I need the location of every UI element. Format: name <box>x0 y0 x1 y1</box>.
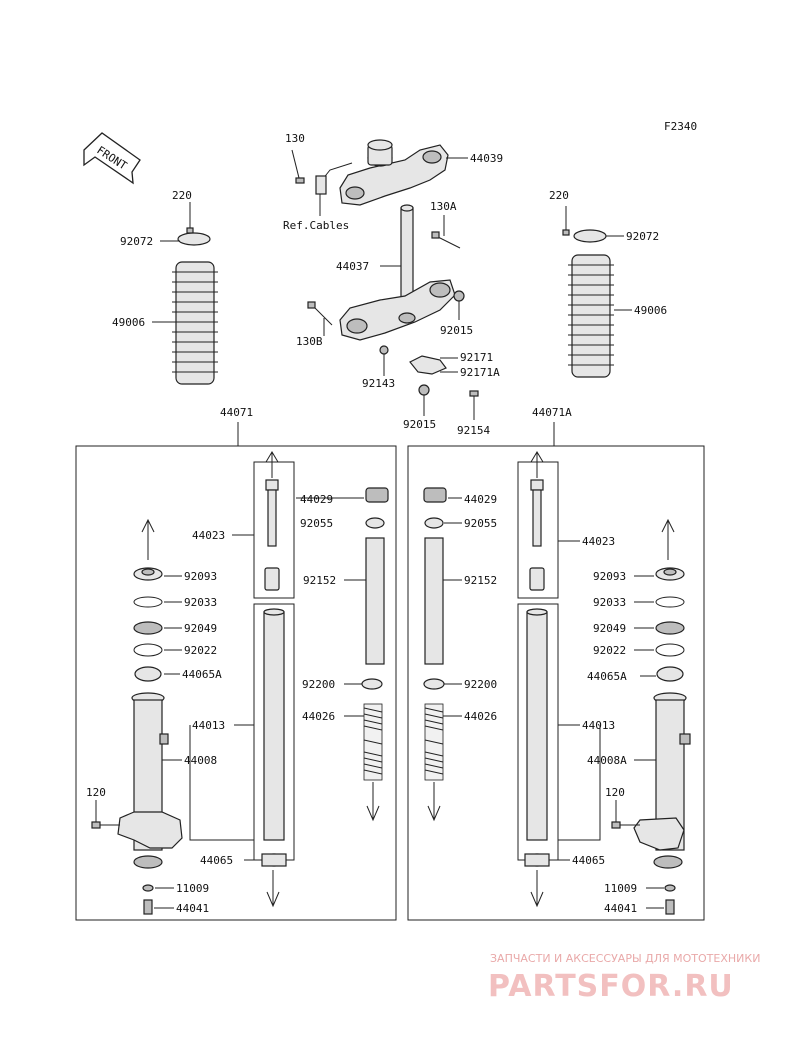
right-dust-boot <box>568 254 614 378</box>
label-44037: 44037 <box>336 260 369 273</box>
left-label-44023: 44023 <box>192 529 225 542</box>
left-label-92049: 92049 <box>184 622 217 635</box>
right-label-44065A: 44065A <box>587 670 627 683</box>
left-boot-group <box>172 202 218 385</box>
right-label-44065: 44065 <box>572 854 605 867</box>
label-44039: 44039 <box>470 152 503 165</box>
right-inner-tube <box>526 611 548 841</box>
right-damper-rod <box>529 479 545 591</box>
right-label-92200: 92200 <box>464 678 497 691</box>
ref-cables-label: Ref.Cables <box>283 219 349 232</box>
right-label-92033: 92033 <box>593 596 626 609</box>
right-label-92055: 92055 <box>464 517 497 530</box>
right-label-11009: 11009 <box>604 882 637 895</box>
label-130A: 130A <box>430 200 457 213</box>
upper-bracket <box>315 139 449 206</box>
steering-stem <box>400 204 414 309</box>
right-spacer-tube <box>424 537 444 665</box>
left-top-cap <box>365 487 389 503</box>
bolt-130 <box>291 149 305 184</box>
label-92143: 92143 <box>362 377 395 390</box>
left-label-44026: 44026 <box>302 710 335 723</box>
right-label-92152: 92152 <box>464 574 497 587</box>
left-inner-tube <box>263 611 285 841</box>
left-label-92033: 92033 <box>184 596 217 609</box>
left-label-44041: 44041 <box>176 902 209 915</box>
left-label-44029: 44029 <box>300 493 333 506</box>
label-130: 130 <box>285 132 305 145</box>
left-label-44013: 44013 <box>192 719 225 732</box>
left-label-92200: 92200 <box>302 678 335 691</box>
left-label-44065: 44065 <box>200 854 233 867</box>
right-label-44013: 44013 <box>582 719 615 732</box>
left-dust-boot <box>172 261 218 385</box>
watermark-brand: PARTSFOR.RU <box>488 969 734 1004</box>
left-label-44008: 44008 <box>184 754 217 767</box>
right-label-44041: 44041 <box>604 902 637 915</box>
right-label-44023: 44023 <box>582 535 615 548</box>
label-92171A: 92171A <box>460 366 500 379</box>
left-fork-spring <box>363 703 383 781</box>
left-assembly-frame <box>75 445 397 921</box>
right-label-49006: 49006 <box>634 304 667 317</box>
right-label-44029: 44029 <box>464 493 497 506</box>
right-label-220: 220 <box>549 189 569 202</box>
right-label-44026: 44026 <box>464 710 497 723</box>
right-top-cap <box>423 487 447 503</box>
right-label-92049: 92049 <box>593 622 626 635</box>
left-label-120: 120 <box>86 786 106 799</box>
right-label-92093: 92093 <box>593 570 626 583</box>
left-label-92022: 92022 <box>184 644 217 657</box>
left-label-92093: 92093 <box>184 570 217 583</box>
left-damper-rod <box>264 479 280 591</box>
lower-bracket <box>339 279 456 341</box>
left-label-49006: 49006 <box>112 316 145 329</box>
left-label-92055: 92055 <box>300 517 333 530</box>
label-92015-lower: 92015 <box>403 418 436 431</box>
right-label-120: 120 <box>605 786 625 799</box>
label-92154: 92154 <box>457 424 490 437</box>
right-fork-spring <box>424 703 444 781</box>
label-130B: 130B <box>296 335 323 348</box>
left-label-11009: 11009 <box>176 882 209 895</box>
left-assembly-title: 44071 <box>220 406 253 419</box>
right-boot-group <box>562 206 614 378</box>
right-label-92022: 92022 <box>593 644 626 657</box>
left-outer-tube <box>117 692 183 869</box>
left-label-44065A: 44065A <box>182 668 222 681</box>
watermark-tagline: ЗАПЧАСТИ И АКСЕССУАРЫ ДЛЯ МОТОТЕХНИКИ <box>490 952 760 965</box>
left-label-92152: 92152 <box>303 574 336 587</box>
right-assembly-frame <box>407 445 705 921</box>
label-92171: 92171 <box>460 351 493 364</box>
left-label-92072: 92072 <box>120 235 153 248</box>
right-label-44008A: 44008A <box>587 754 627 767</box>
label-92015-upper: 92015 <box>440 324 473 337</box>
right-outer-tube <box>633 692 691 869</box>
figure-code: F2340 <box>664 120 697 133</box>
left-spacer-tube <box>365 537 385 665</box>
front-arrow-icon: FRONT <box>83 132 141 185</box>
left-label-220: 220 <box>172 189 192 202</box>
right-label-92072: 92072 <box>626 230 659 243</box>
right-assembly-title: 44071A <box>532 406 572 419</box>
